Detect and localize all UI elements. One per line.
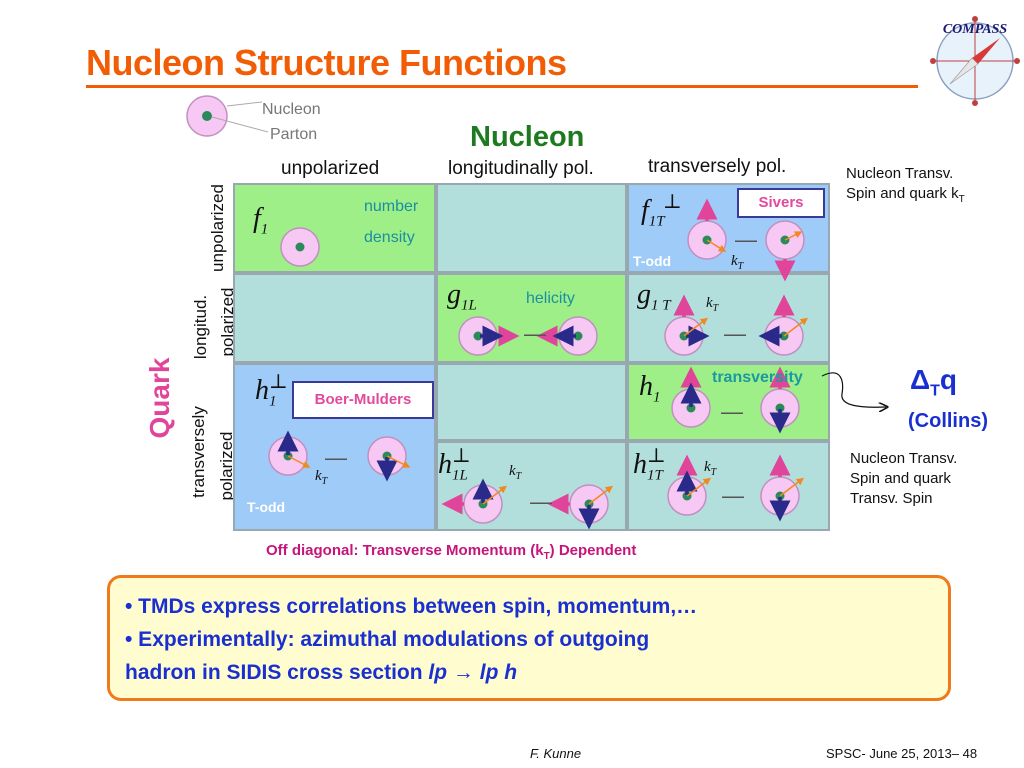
h1T-minus: — bbox=[722, 483, 744, 508]
cell-f1 bbox=[233, 183, 436, 273]
delta-t-q: ΔTq bbox=[910, 364, 958, 400]
h1L-minus: — bbox=[530, 489, 552, 514]
cell-empty-3 bbox=[436, 363, 627, 441]
row-header-longitudinal: longitud. bbox=[191, 294, 210, 360]
footer-author: F. Kunne bbox=[530, 746, 582, 761]
fn-f1: f1 bbox=[253, 203, 269, 238]
compass-logo: COMPASS bbox=[930, 16, 1020, 106]
bullet-sidis: hadron in SIDIS cross section lp → lp h bbox=[125, 661, 518, 684]
h1-minus: — bbox=[721, 399, 743, 424]
cell-empty-2 bbox=[233, 273, 436, 363]
fn-f1T-perp: f1T⊥ bbox=[641, 191, 682, 230]
bullet-tmds: • TMDs express correlations between spin… bbox=[125, 595, 698, 618]
slide-title: Nucleon Structure Functions bbox=[86, 42, 567, 83]
fn-h1L-perp: h1L⊥ bbox=[438, 445, 471, 484]
quark-label: Quark bbox=[144, 357, 175, 439]
sivers-label-box: Sivers bbox=[737, 188, 825, 218]
boer-kt: kT bbox=[315, 468, 328, 487]
fn-h1-perp: h1⊥ bbox=[255, 371, 288, 410]
boer-mulders-label-box: Boer-Mulders bbox=[292, 381, 434, 419]
title-underline bbox=[86, 85, 918, 88]
row-header-unpolarized: unpolarized bbox=[208, 184, 227, 272]
cell-g1L bbox=[436, 273, 627, 363]
g1L-desc: helicity bbox=[526, 290, 575, 307]
h1-desc-transversity: transversity bbox=[712, 369, 803, 386]
bullet-experimentally: • Experimentally: azimuthal modulations … bbox=[125, 628, 650, 651]
f1-desc-number: number bbox=[364, 198, 419, 215]
cell-empty-1 bbox=[436, 183, 627, 273]
column-header-longitudinal: longitudinally pol. bbox=[448, 158, 594, 179]
f1-desc-density: density bbox=[364, 229, 415, 246]
sivers-kt: kT bbox=[731, 253, 744, 272]
sivers-todd: T-odd bbox=[633, 253, 672, 269]
collins-label: (Collins) bbox=[908, 410, 988, 432]
column-header-transverse: transversely pol. bbox=[648, 156, 787, 177]
legend-parton-label: Parton bbox=[270, 126, 318, 143]
fn-h1: h1 bbox=[639, 371, 661, 406]
off-diagonal-caption: Off diagonal: Transverse Momentum (kT) D… bbox=[266, 542, 637, 562]
boer-todd: T-odd bbox=[247, 499, 286, 515]
g1L-minus: — bbox=[524, 321, 546, 346]
fn-h1T-perp: h1T⊥ bbox=[633, 445, 666, 484]
legend-nucleon-label: Nucleon bbox=[262, 101, 321, 118]
g1T-minus: — bbox=[724, 321, 746, 346]
logo-text: COMPASS bbox=[943, 22, 1008, 37]
h1T-kt: kT bbox=[704, 459, 717, 478]
row-header-transverse: transversely bbox=[189, 406, 208, 498]
nucleon-header: Nucleon bbox=[470, 121, 585, 153]
boer-minus: — bbox=[325, 445, 347, 470]
g1T-kt: kT bbox=[706, 295, 719, 314]
summary-box: • TMDs express correlations between spin… bbox=[107, 575, 951, 701]
fn-g1T: g1 T bbox=[637, 279, 671, 314]
side-note-sivers: Nucleon Transv. Spin and quark kT bbox=[846, 165, 965, 205]
footer-date-page: SPSC- June 25, 2013– 48 bbox=[826, 746, 978, 761]
sivers-minus: — bbox=[735, 227, 757, 252]
nucleon-spin-diagrams bbox=[268, 198, 808, 530]
curved-arrow bbox=[821, 372, 895, 420]
tmd-grid: f1 number density f1T⊥ Sivers — kT T-odd… bbox=[233, 183, 830, 531]
legend-graphic bbox=[186, 95, 269, 137]
column-header-unpolarized: unpolarized bbox=[281, 158, 380, 179]
h1L-kt: kT bbox=[509, 463, 522, 482]
fn-g1L: g1L bbox=[447, 279, 477, 314]
side-note-transversity: Nucleon Transv. Spin and quark Transv. S… bbox=[850, 450, 958, 507]
